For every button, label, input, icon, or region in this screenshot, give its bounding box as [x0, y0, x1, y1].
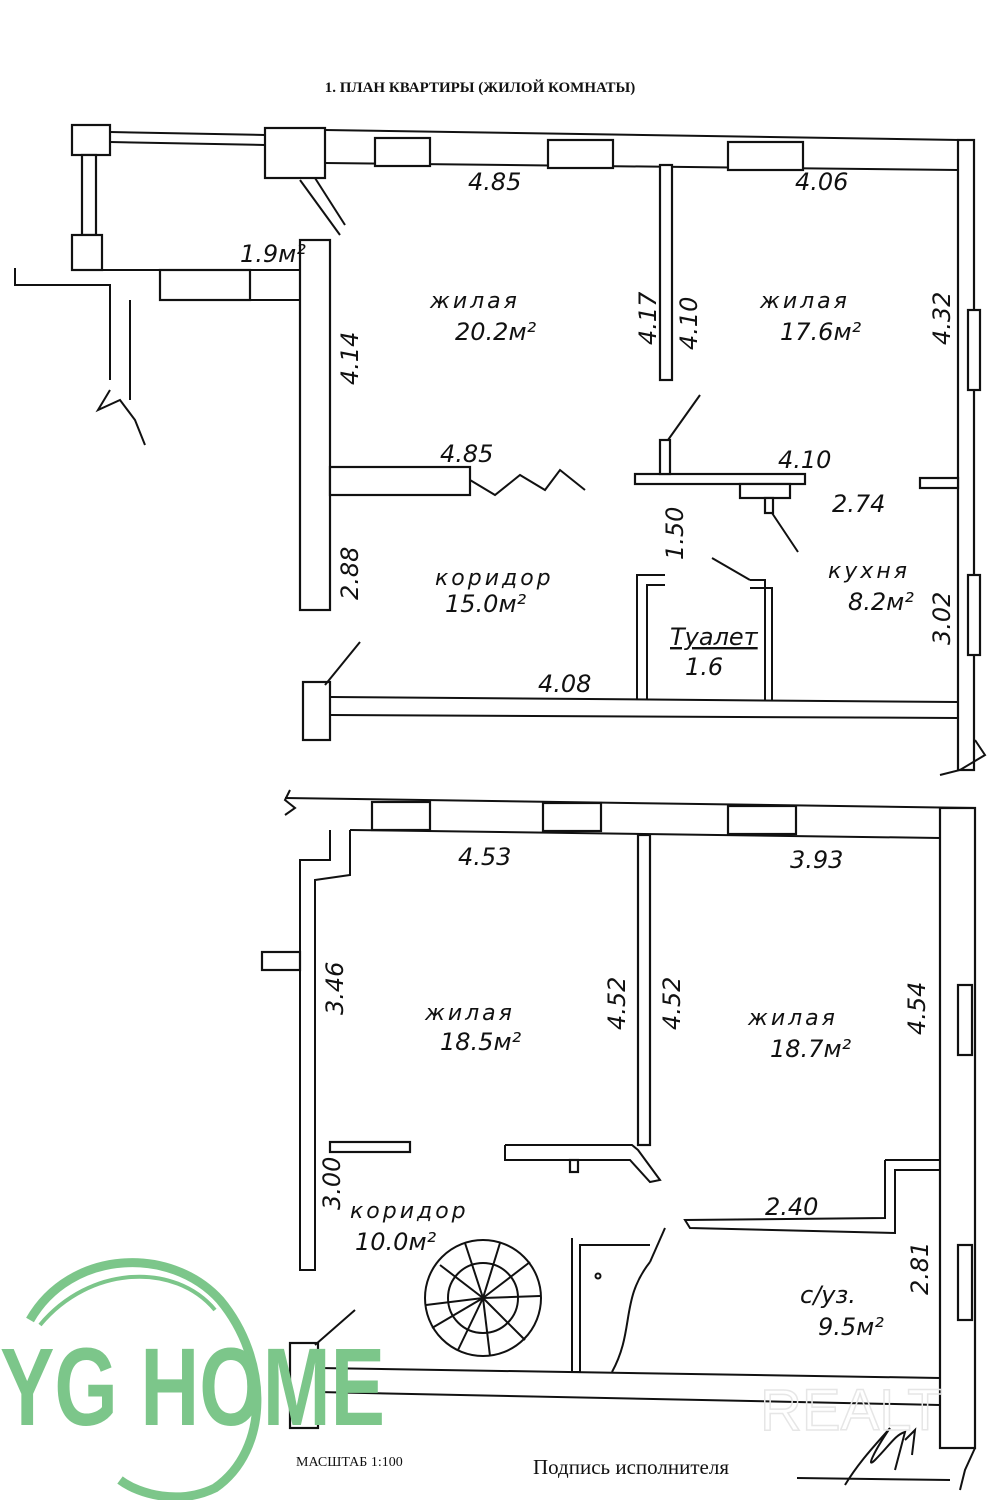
room-name: жилая: [747, 1006, 838, 1031]
spiral-stair: [424, 1239, 542, 1357]
dimension: 4.08: [538, 670, 591, 698]
dimension: 3.02: [928, 592, 956, 645]
dimension: 3.46: [321, 962, 349, 1015]
dimension: 4.06: [795, 168, 848, 196]
dimension: 4.54: [903, 982, 931, 1035]
signature-label: Подпись исполнителя: [533, 1455, 729, 1479]
room-name: с/уз.: [800, 1281, 856, 1309]
room-area: 8.2м²: [848, 588, 914, 616]
dimension: 4.14: [336, 332, 364, 385]
dimension: 3.93: [790, 846, 843, 874]
logo-text: YG HOME: [0, 1326, 385, 1449]
room-area: 20.2м²: [455, 318, 537, 346]
room-area: 18.7м²: [770, 1035, 852, 1063]
dimension: 1.50: [661, 507, 689, 560]
balcony-area: 1.9м²: [240, 240, 306, 268]
dimension: 2.40: [765, 1193, 818, 1221]
realt-watermark: REALT: [760, 1378, 943, 1443]
room-area: 18.5м²: [440, 1028, 522, 1056]
dimension: 4.17: [634, 291, 662, 345]
upper-plan-labels: жилая 20.2м² жилая 17.6м² коридор 15.0м²…: [240, 168, 956, 698]
upper-plan: [14, 123, 987, 776]
room-name: жилая: [759, 289, 850, 314]
room-name: кухня: [828, 559, 910, 584]
dimension: 2.81: [906, 1242, 934, 1295]
room-area: 17.6м²: [780, 318, 862, 346]
dimension: 4.85: [440, 440, 493, 468]
room-area: 1.6: [685, 653, 723, 681]
dimension: 4.10: [778, 446, 831, 474]
lower-plan-labels: жилая 18.5м² жилая 18.7м² коридор 10.0м²…: [318, 843, 934, 1341]
dimension: 3.00: [318, 1157, 346, 1210]
room-name: жилая: [424, 1001, 515, 1026]
plan-title: 1. ПЛАН КВАРТИРЫ (ЖИЛОЙ КОМНАТЫ): [325, 79, 636, 96]
dimension: 4.52: [603, 977, 631, 1030]
dimension: 4.32: [928, 292, 956, 345]
scale-label: МАСШТАБ 1:100: [296, 1455, 403, 1470]
room-area: 10.0м²: [355, 1228, 437, 1256]
room-name: коридор: [435, 566, 554, 591]
room-name: Туалет: [670, 623, 759, 651]
dimension: 4.85: [468, 168, 521, 196]
signature: [844, 1427, 917, 1486]
room-name: коридор: [350, 1199, 469, 1224]
room-area: 9.5м²: [818, 1313, 884, 1341]
room-name: жилая: [429, 289, 520, 314]
lower-plan: [260, 789, 977, 1491]
signature-line: [796, 1477, 951, 1481]
room-area: 15.0м²: [445, 590, 527, 618]
dimension: 2.74: [832, 490, 885, 518]
dimension: 2.88: [336, 547, 364, 600]
dimension: 4.10: [675, 297, 703, 350]
dimension: 4.53: [458, 843, 511, 871]
dimension: 4.52: [658, 977, 686, 1030]
yg-home-logo: YG HOME: [0, 1258, 385, 1500]
